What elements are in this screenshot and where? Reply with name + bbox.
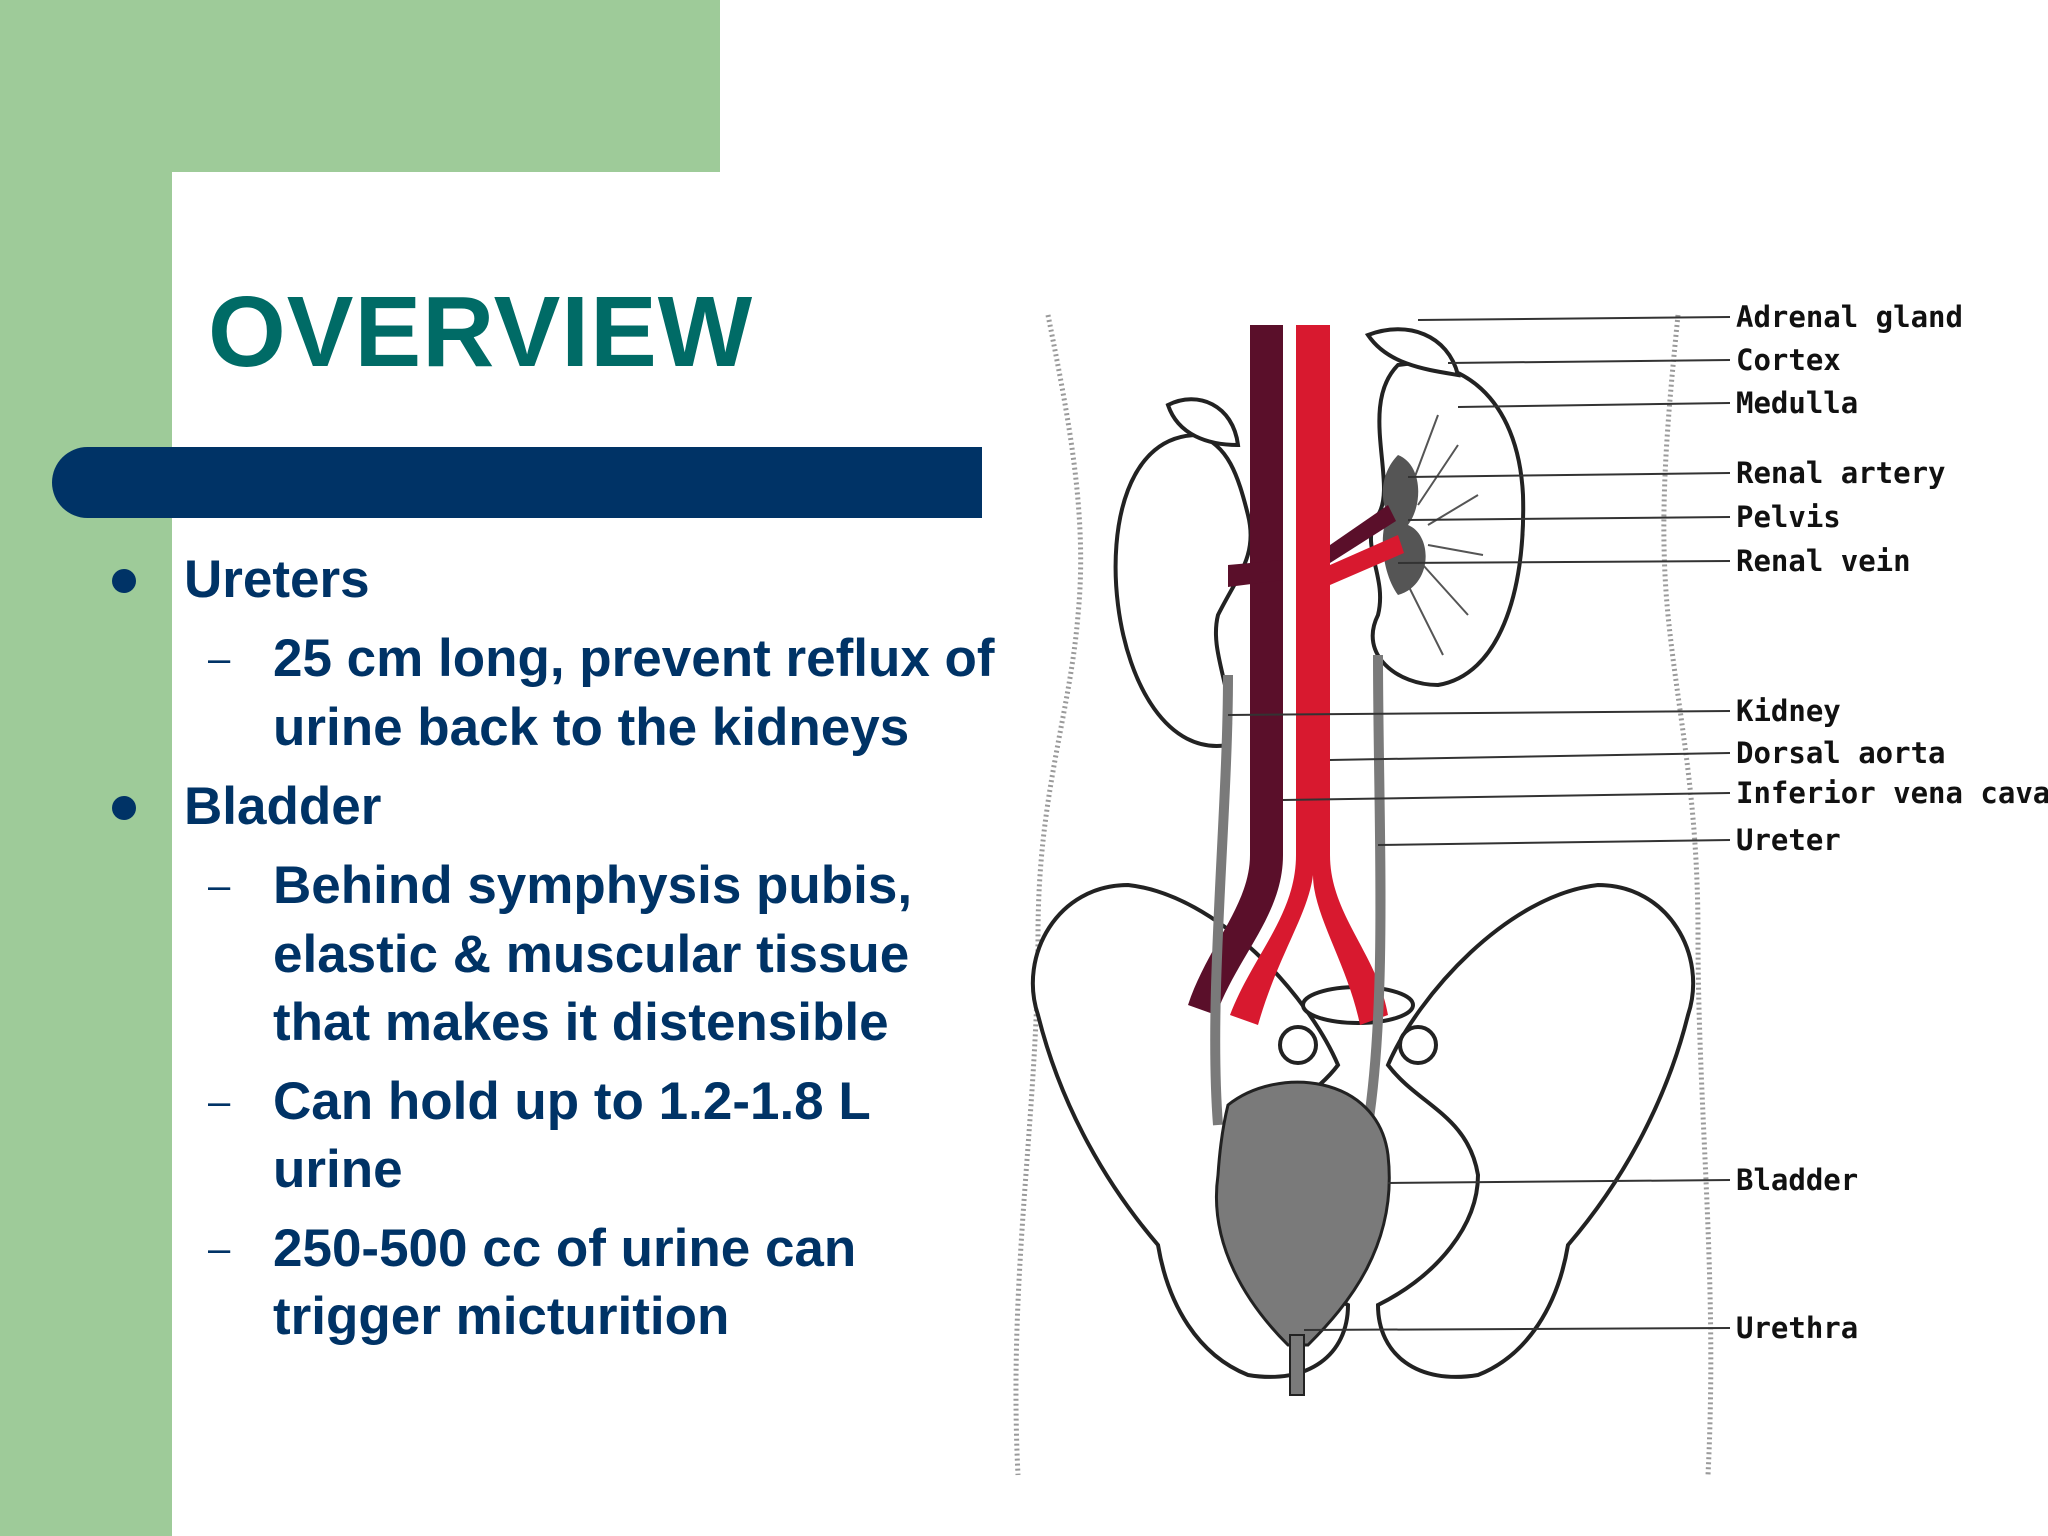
slide-title: OVERVIEW <box>208 276 754 388</box>
label-renal-artery: Renal artery <box>1736 456 1946 490</box>
sub-bullet-dash: – <box>208 864 231 908</box>
renal-pelvis <box>1382 455 1426 595</box>
renal-artery <box>1330 535 1404 585</box>
urethra <box>1289 1334 1305 1396</box>
bullet-list: Ureters – 25 cm long, prevent reflux of … <box>100 545 1000 1352</box>
sub-bullet-text: Behind symphysis pubis, elastic & muscul… <box>273 856 913 1052</box>
sub-bullet-bladder-location: – Behind symphysis pubis, elastic & musc… <box>100 852 1000 1058</box>
ureters <box>1210 654 1386 1126</box>
renal-vein-left <box>1228 560 1283 587</box>
sub-bullet-micturition: – 250-500 cc of urine can trigger mictur… <box>100 1215 1000 1352</box>
label-urethra: Urethra <box>1736 1311 1858 1345</box>
kidneys <box>1113 327 1526 748</box>
bullet-dot <box>112 569 136 593</box>
bullet-ureters: Ureters <box>100 545 1000 615</box>
content-panel <box>172 172 2048 1536</box>
label-kidney: Kidney <box>1736 694 1841 728</box>
kidney-medulla-lines <box>1407 414 1484 656</box>
urinary-system-diagram: Adrenal gland Cortex Medulla Renal arter… <box>978 295 2048 1485</box>
label-dorsal-aorta: Dorsal aorta <box>1736 736 1946 770</box>
label-inferior-vena-cava: Inferior vena cava <box>1736 776 2048 810</box>
bullet-dot <box>112 796 136 820</box>
bullet-bladder: Bladder <box>100 772 1000 842</box>
sub-bullet-text: 25 cm long, prevent reflux of urine back… <box>273 629 995 757</box>
label-medulla: Medulla <box>1736 386 1858 420</box>
title-underline-bar <box>52 447 982 518</box>
label-adrenal-gland: Adrenal gland <box>1736 300 1963 334</box>
pelvis-bone <box>1030 882 1696 1379</box>
sub-bullet-ureters-length: – 25 cm long, prevent reflux of urine ba… <box>100 625 1000 762</box>
dorsal-aorta <box>1230 325 1388 1025</box>
background-green-left <box>0 0 172 1536</box>
sub-bullet-text: Can hold up to 1.2-1.8 L urine <box>273 1071 870 1200</box>
sub-bullet-bladder-capacity: – Can hold up to 1.2-1.8 L urine <box>100 1068 1000 1205</box>
label-pelvis: Pelvis <box>1736 500 1841 534</box>
label-renal-vein: Renal vein <box>1736 544 1911 578</box>
bullet-label: Ureters <box>184 550 370 609</box>
label-ureter: Ureter <box>1736 823 1841 857</box>
sub-bullet-dash: – <box>208 1079 231 1124</box>
inferior-vena-cava <box>1188 325 1283 1015</box>
label-leader-lines <box>1227 316 1731 1331</box>
sub-bullet-text: 250-500 cc of urine can trigger micturit… <box>273 1218 857 1347</box>
label-cortex: Cortex <box>1736 343 1841 377</box>
body-outline <box>1013 314 1714 1476</box>
sub-bullet-dash: – <box>208 1226 231 1271</box>
bullet-label: Bladder <box>184 777 382 836</box>
renal-vein-right <box>1330 505 1396 563</box>
label-bladder: Bladder <box>1736 1163 1858 1197</box>
bladder <box>1215 1080 1391 1347</box>
sub-bullet-dash: – <box>208 637 231 681</box>
